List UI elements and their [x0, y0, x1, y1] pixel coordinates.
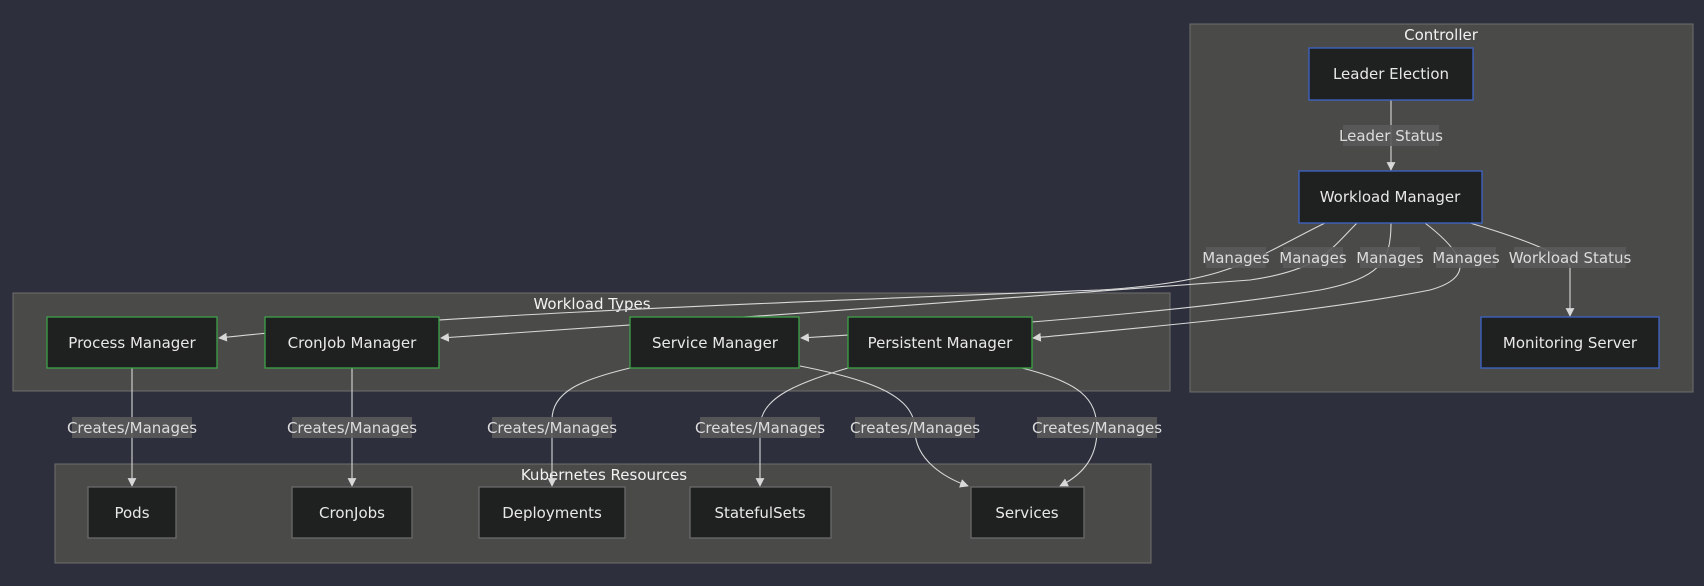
svg-text:Deployments: Deployments: [502, 504, 602, 522]
svg-text:Process Manager: Process Manager: [68, 334, 196, 352]
edge-label-workload-status: Workload Status: [1509, 247, 1632, 268]
svg-text:CronJobs: CronJobs: [319, 504, 385, 522]
node-process-manager[interactable]: Process Manager: [46, 316, 218, 369]
svg-text:Manages: Manages: [1432, 249, 1500, 267]
svg-text:Creates/Manages: Creates/Manages: [850, 419, 980, 437]
node-leader-election[interactable]: Leader Election: [1308, 47, 1474, 101]
svg-text:Leader Status: Leader Status: [1339, 127, 1443, 145]
node-deployments[interactable]: Deployments: [478, 486, 626, 539]
edge-label-creates-manages-statefulsets: Creates/Manages: [695, 417, 825, 438]
workload-types-cluster-title: Workload Types: [533, 295, 650, 313]
svg-text:Creates/Manages: Creates/Manages: [67, 419, 197, 437]
node-cronjobs[interactable]: CronJobs: [291, 486, 413, 539]
edge-label-manages-3: Manages: [1356, 247, 1424, 268]
svg-text:Monitoring Server: Monitoring Server: [1503, 334, 1638, 352]
svg-text:Services: Services: [995, 504, 1058, 522]
controller-cluster-title: Controller: [1404, 26, 1479, 44]
node-service-manager[interactable]: Service Manager: [629, 316, 800, 369]
edge-label-creates-manages-deployments: Creates/Manages: [487, 417, 617, 438]
node-persistent-manager[interactable]: Persistent Manager: [847, 316, 1033, 369]
edge-label-manages-1: Manages: [1202, 247, 1270, 268]
svg-text:Manages: Manages: [1356, 249, 1424, 267]
edge-label-manages-2: Manages: [1279, 247, 1347, 268]
svg-text:Creates/Manages: Creates/Manages: [487, 419, 617, 437]
edge-label-creates-manages-services-2: Creates/Manages: [1032, 417, 1162, 438]
node-cronjob-manager[interactable]: CronJob Manager: [264, 316, 440, 369]
node-statefulsets[interactable]: StatefulSets: [689, 486, 832, 539]
svg-text:Leader Election: Leader Election: [1333, 65, 1449, 83]
node-workload-manager[interactable]: Workload Manager: [1298, 170, 1483, 224]
edge-label-creates-manages-services-1: Creates/Manages: [850, 417, 980, 438]
node-pods[interactable]: Pods: [87, 486, 177, 539]
svg-text:Persistent Manager: Persistent Manager: [868, 334, 1014, 352]
node-monitoring-server[interactable]: Monitoring Server: [1480, 316, 1660, 369]
edge-label-manages-4: Manages: [1432, 247, 1500, 268]
edge-labels: Leader Status Manages Manages Manages Ma…: [67, 125, 1632, 438]
node-services[interactable]: Services: [970, 486, 1085, 539]
svg-text:Creates/Manages: Creates/Manages: [1032, 419, 1162, 437]
svg-text:Manages: Manages: [1279, 249, 1347, 267]
svg-text:Creates/Manages: Creates/Manages: [695, 419, 825, 437]
kubernetes-resources-cluster-title: Kubernetes Resources: [521, 466, 687, 484]
svg-text:Manages: Manages: [1202, 249, 1270, 267]
edge-label-creates-manages-process: Creates/Manages: [67, 417, 197, 438]
svg-text:Service Manager: Service Manager: [652, 334, 779, 352]
edge-label-leader-status: Leader Status: [1339, 125, 1443, 146]
edge-label-creates-manages-cronjob: Creates/Manages: [287, 417, 417, 438]
svg-text:Workload Status: Workload Status: [1509, 249, 1632, 267]
svg-text:CronJob Manager: CronJob Manager: [288, 334, 417, 352]
svg-text:Workload Manager: Workload Manager: [1320, 188, 1461, 206]
svg-text:Pods: Pods: [114, 504, 149, 522]
svg-text:StatefulSets: StatefulSets: [714, 504, 805, 522]
svg-text:Creates/Manages: Creates/Manages: [287, 419, 417, 437]
